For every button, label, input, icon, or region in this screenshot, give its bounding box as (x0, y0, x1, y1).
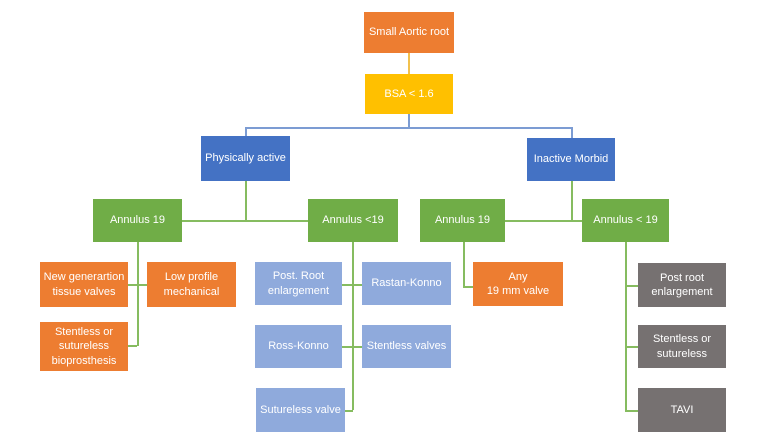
node-label: Rastan-Konno (371, 277, 442, 290)
node-annulus-19-left: Annulus 19 (93, 199, 182, 242)
connector-left-row1 (128, 284, 147, 286)
node-inactive-morbid: Inactive Morbid (527, 138, 615, 181)
connector-right-row3 (625, 410, 638, 412)
node-any-19mm-valve: Any 19 mm valve (473, 262, 563, 306)
connector-mid-row3 (345, 410, 353, 412)
node-label: Small Aortic root (368, 26, 450, 39)
connector-annulus-left-horizontal (182, 220, 308, 222)
node-annulus-19-right: Annulus 19 (420, 199, 505, 242)
connector-drop-inactive-morbid (571, 127, 573, 138)
node-label: Any 19 mm valve (486, 270, 550, 297)
node-label: Stentless or sutureless (652, 333, 712, 360)
node-label: Post. Root enlargement (267, 270, 330, 297)
node-label: Low profile mechanical (163, 271, 220, 298)
connector-left-group-trunk (137, 242, 139, 346)
node-rastan-konno: Rastan-Konno (362, 262, 451, 305)
node-annulus-lt19-right: Annulus < 19 (582, 199, 669, 242)
node-physically-active: Physically active (201, 136, 290, 181)
connector-level2-horizontal (245, 127, 572, 129)
node-small-aortic-root: Small Aortic root (364, 12, 454, 53)
node-label: BSA < 1.6 (384, 87, 434, 100)
node-label: Stentless valves (366, 340, 447, 353)
node-stentless-sutureless-bioprosthesis: Stentless or sutureless bioprosthesis (40, 322, 128, 371)
node-ross-konno: Ross-Konno (255, 325, 342, 368)
node-tavi: TAVI (638, 388, 726, 432)
node-new-generation-tissue-valves: New generartion tissue valves (40, 262, 128, 307)
connector-mid-group-trunk (352, 242, 354, 410)
connector-physically-active-down (245, 181, 247, 221)
node-stentless-valves: Stentless valves (362, 325, 451, 368)
node-label: Annulus <19 (322, 214, 384, 227)
node-post-root-enlargement-grey: Post root enlargement (638, 263, 726, 307)
connector-drop-physically-active (245, 127, 247, 137)
node-bsa: BSA < 1.6 (365, 74, 453, 114)
connector-right-group-trunk (625, 242, 627, 410)
connector-any19-drop (463, 242, 465, 287)
connector-mid-row2 (342, 346, 362, 348)
node-low-profile-mechanical: Low profile mechanical (147, 262, 236, 307)
connector-mid-row1 (342, 284, 362, 286)
connector-right-row2 (625, 346, 638, 348)
connector-annulus-right-horizontal (505, 220, 582, 222)
node-label: Annulus < 19 (593, 214, 658, 227)
node-label: Stentless or sutureless bioprosthesis (51, 326, 117, 367)
connector-bsa-stub (408, 113, 410, 127)
node-stentless-sutureless-grey: Stentless or sutureless (638, 325, 726, 368)
node-label: New generartion tissue valves (43, 271, 125, 298)
connector-inactive-morbid-down (571, 181, 573, 221)
node-label: Physically active (205, 152, 286, 165)
node-post-root-enlargement: Post. Root enlargement (255, 262, 342, 305)
connector-left-row2 (128, 345, 137, 347)
node-label: Annulus 19 (109, 214, 166, 227)
node-label: TAVI (670, 403, 694, 416)
connector-any19-stub (463, 286, 473, 288)
node-annulus-lt19-mid: Annulus <19 (308, 199, 398, 242)
connector-root-bsa (408, 52, 410, 75)
node-label: Ross-Konno (268, 340, 329, 353)
node-label: Sutureless valve (260, 403, 341, 416)
node-sutureless-valve: Sutureless valve (256, 388, 345, 432)
node-label: Annulus 19 (434, 214, 491, 227)
connector-right-row1 (625, 285, 638, 287)
node-label: Post root enlargement (651, 271, 713, 298)
node-label: Inactive Morbid (533, 153, 609, 166)
